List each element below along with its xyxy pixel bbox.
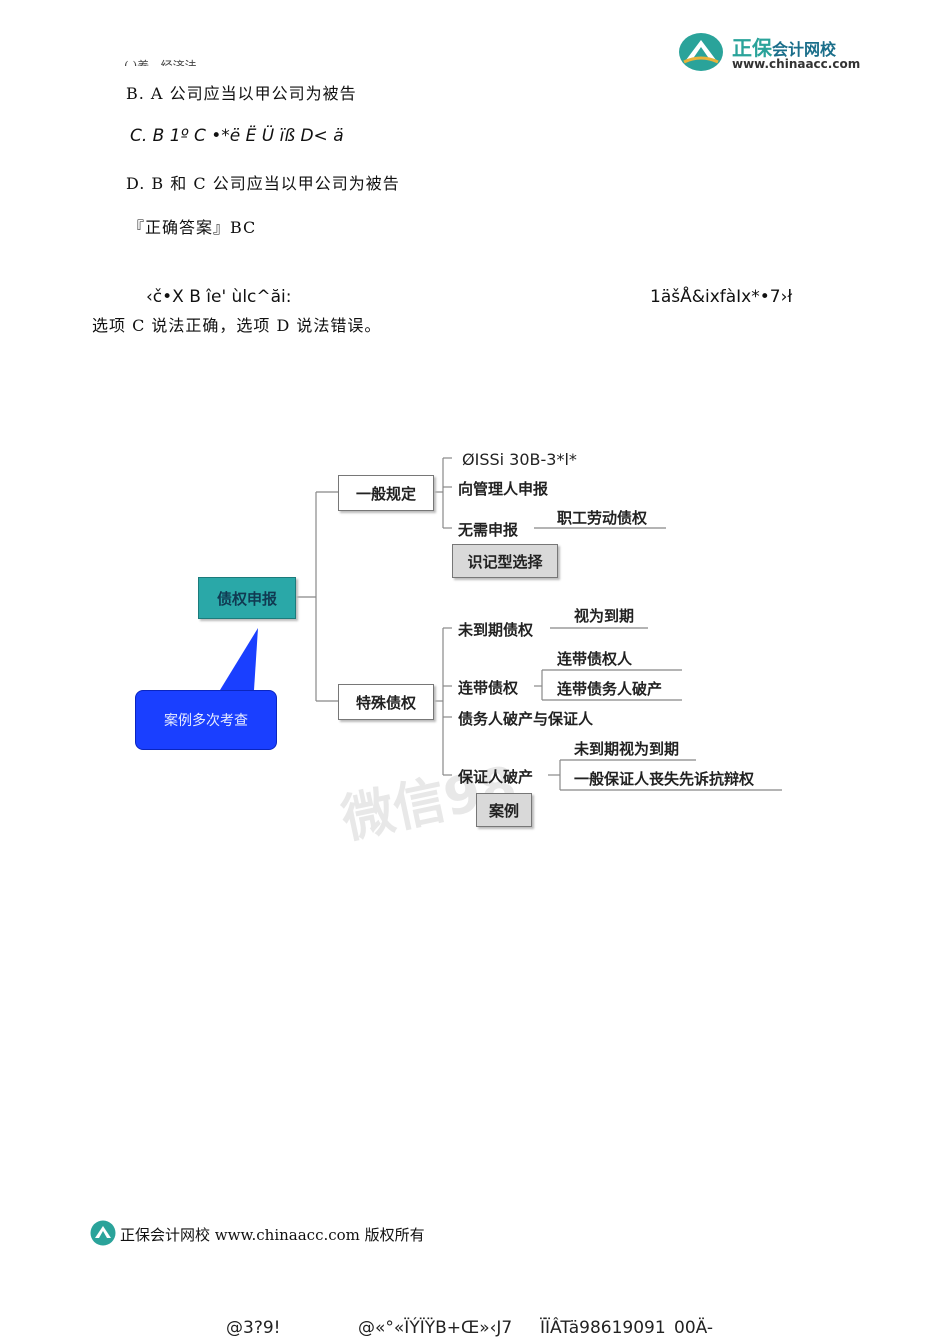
- logo-brand-sub: 会计网校: [772, 40, 837, 59]
- option-c-garbled: C. B 1º C •*ë Ë Ü ïß D< ä: [130, 126, 344, 146]
- callout-frequent-case: 案例多次考查: [135, 690, 277, 750]
- explanation-text: 选项 C 说法正确，选项 D 说法错误。: [92, 316, 382, 335]
- footer-copyright: 正保会计网校 www.chinaacc.com 版权所有: [120, 1226, 425, 1244]
- special-item-debtor-bankruptcy-guarantor: 债务人破产与保证人: [458, 710, 594, 728]
- bottom-garbled-a: @3?9!: [226, 1318, 281, 1338]
- general-item-no-declaration: 无需申报: [458, 521, 519, 539]
- logo-brand-main: 正保: [732, 36, 772, 60]
- special-item-unmatured-claims: 未到期债权: [458, 621, 534, 639]
- logo-brand-text: 正保会计网校: [732, 32, 836, 61]
- special-deemed-matured: 视为到期: [574, 607, 635, 625]
- tag-memorization-choice: 识记型选择: [452, 544, 558, 578]
- correct-answer: 『正确答案』BC: [128, 218, 257, 237]
- special-unmatured-deemed-matured: 未到期视为到期: [574, 740, 680, 758]
- bottom-garbled-c: ÏÏÂTä98619091: [540, 1318, 666, 1338]
- footer-logo-icon: [90, 1220, 116, 1246]
- bottom-garbled-b: @«°«ÏÝÏŸB+Œ»‹J7: [358, 1318, 513, 1338]
- special-general-guarantor-loses-defense: 一般保证人丧失先诉抗辩权: [574, 770, 755, 788]
- general-item-declare-to-administrator: 向管理人申报: [458, 480, 549, 498]
- special-item-guarantor-bankruptcy: 保证人破产: [458, 768, 534, 786]
- explanation-garbled-right: 1äšÅ&ixfàIx*•7›ł: [650, 287, 793, 307]
- branch-special-claims: 特殊债权: [338, 684, 434, 720]
- chinaacc-logo-icon: [679, 33, 723, 71]
- logo-url: www.chinaacc.com: [732, 57, 861, 71]
- general-employee-labor-claims: 职工劳动债权: [557, 509, 648, 527]
- special-joint-creditor: 连带债权人: [557, 650, 633, 668]
- option-b: B. A 公司应当以甲公司为被告: [126, 84, 357, 103]
- branch-general-rules: 一般规定: [338, 475, 434, 511]
- explanation-garbled-left: ‹č•X B îe' ùlc^ăi:: [146, 287, 292, 307]
- bottom-garbled-d: 00Ä-: [674, 1318, 714, 1338]
- option-d: D. B 和 C 公司应当以甲公司为被告: [126, 174, 400, 193]
- special-item-joint-claims: 连带债权: [458, 679, 519, 697]
- tag-case: 案例: [476, 793, 532, 827]
- root-node-claim-declaration: 债权申报: [198, 577, 296, 619]
- special-joint-debtor-bankruptcy: 连带债务人破产: [557, 680, 663, 698]
- general-garbled: ØISSi 30B-3*l*: [462, 450, 577, 469]
- top-fragment: ( )养 , 经济法: [124, 59, 197, 66]
